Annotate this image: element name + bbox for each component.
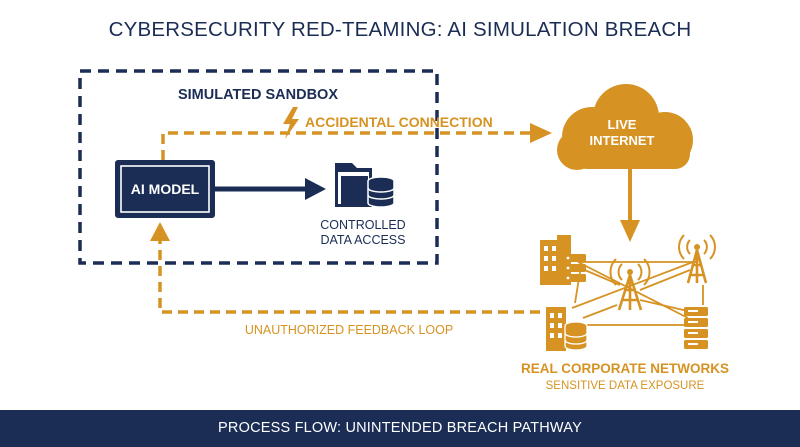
radio-tower-icon	[609, 258, 651, 311]
server-icon	[684, 307, 708, 349]
accidental-connection-path	[161, 131, 535, 160]
ai-model-label: AI MODEL	[131, 181, 200, 197]
radio-tower-icon	[678, 234, 716, 284]
sandbox-label: SIMULATED SANDBOX	[178, 87, 338, 103]
footer-text: PROCESS FLOW: UNINTENDED BREACH PATHWAY	[218, 420, 582, 436]
data-access-line2: DATA ACCESS	[321, 233, 406, 247]
data-access-line1: CONTROLLED	[320, 218, 405, 232]
accidental-connection-arrowhead	[530, 123, 552, 143]
sandbox-boundary	[78, 69, 439, 265]
folder-database-icon	[335, 163, 395, 208]
networks-subtitle: SENSITIVE DATA EXPOSURE	[546, 380, 705, 392]
network-links	[571, 261, 704, 326]
footer-bar: PROCESS FLOW: UNINTENDED BREACH PATHWAY	[0, 410, 800, 447]
internet-line2: INTERNET	[590, 133, 655, 148]
feedback-loop-arrowhead	[150, 222, 170, 241]
breach-diagram: SIMULATED SANDBOX ACCIDENTAL CONNECTION …	[78, 69, 729, 392]
internet-line1: LIVE	[608, 117, 637, 132]
feedback-loop-label: UNAUTHORIZED FEEDBACK LOOP	[245, 323, 453, 337]
server-icon	[564, 254, 586, 282]
feedback-loop-path	[158, 238, 540, 314]
model-to-data-arrowhead	[305, 178, 326, 200]
networks-title: REAL CORPORATE NETWORKS	[521, 361, 729, 376]
internet-to-network-arrowhead	[620, 220, 640, 242]
lightning-icon	[283, 107, 299, 139]
database-icon	[564, 321, 588, 351]
building-icon	[540, 235, 571, 285]
cloud-icon	[557, 84, 693, 170]
building-icon	[546, 307, 566, 351]
page-title: CYBERSECURITY RED-TEAMING: AI SIMULATION…	[108, 18, 692, 41]
accidental-connection-label: ACCIDENTAL CONNECTION	[305, 114, 493, 130]
